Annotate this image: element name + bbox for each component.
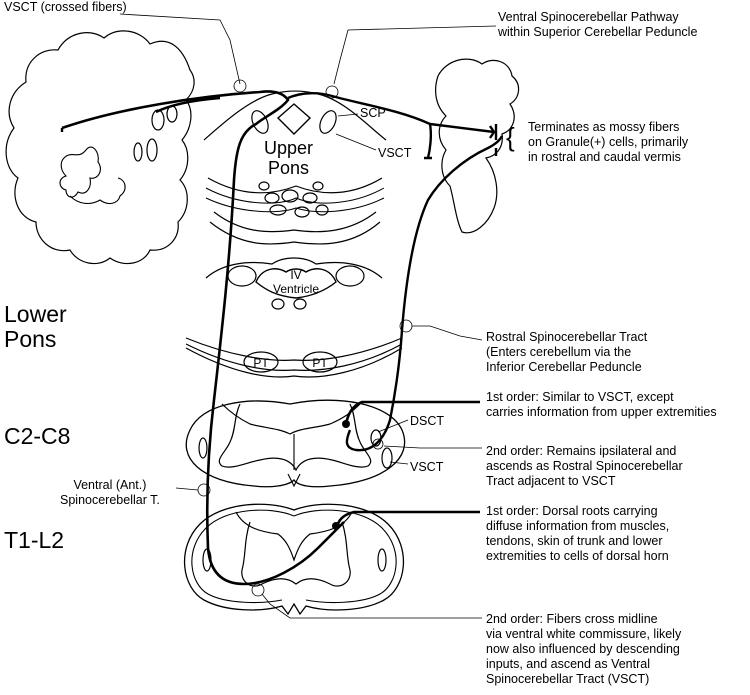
medulla-upper-curve bbox=[185, 337, 403, 361]
pointer-vsct-pons bbox=[335, 133, 377, 151]
upper-pons-lines-2 bbox=[205, 197, 385, 213]
vsct-pathway-left bbox=[61, 90, 345, 586]
label-vsct-spinal: VSCT bbox=[410, 460, 444, 474]
marker-ventral-pathway bbox=[325, 85, 339, 99]
fourth-ventricle-upper bbox=[276, 103, 312, 135]
pontine-nucleus-5 bbox=[294, 206, 310, 218]
vsct-pathway-left-top bbox=[60, 96, 221, 132]
label-dsct: DSCT bbox=[410, 414, 445, 428]
iv-ventricle-label-1: IV bbox=[290, 268, 301, 282]
marker-second-order-lower bbox=[251, 583, 265, 597]
terminal-tick-1 bbox=[424, 124, 498, 160]
upper-pons-base bbox=[207, 177, 383, 194]
left-cerebellum-folia bbox=[59, 146, 101, 198]
medulla-inner-curve bbox=[185, 343, 403, 371]
pointer-dsct bbox=[377, 419, 409, 433]
left-cerebellum-nucleus-4 bbox=[166, 105, 178, 123]
pontine-nucleus-8 bbox=[312, 181, 324, 191]
left-cerebellum-folia-2 bbox=[69, 177, 126, 205]
cervical-cord-outline bbox=[185, 399, 406, 488]
pt-right-outline bbox=[302, 351, 338, 373]
pointer-vsct-crossed bbox=[119, 13, 241, 85]
upper-pons-lines-1 bbox=[205, 187, 385, 204]
label-scp: SCP bbox=[360, 106, 386, 120]
thoracic-vsct-right bbox=[377, 548, 387, 572]
pontine-nucleus-2 bbox=[281, 189, 299, 203]
label-rostral-tract: Rostral Spinocerebellar Tract (Enters ce… bbox=[486, 330, 648, 374]
cervical-vsct-left bbox=[198, 437, 208, 459]
marker-ventral-ant bbox=[197, 483, 211, 497]
pointer-second-order-lower bbox=[261, 593, 482, 619]
thoracic-cord-outline-inner bbox=[191, 509, 397, 603]
upper-pons-outline bbox=[203, 90, 387, 141]
medulla-lower-curve bbox=[185, 347, 403, 378]
label-vsct-crossed: VSCT (crossed fibers) bbox=[4, 0, 127, 14]
pointer-vsct-spinal bbox=[389, 461, 409, 465]
scp-pathway bbox=[287, 92, 433, 159]
label-t1-l2: T1-L2 bbox=[4, 527, 65, 553]
left-cerebellum bbox=[5, 30, 195, 265]
marker-vsct-crossed bbox=[233, 79, 247, 93]
label-second-order-upper: 2nd order: Remains ipsilateral and ascen… bbox=[486, 444, 683, 488]
pointer-ventral-ant bbox=[175, 487, 199, 491]
pointer-ventral-pathway bbox=[333, 25, 497, 85]
first-order-lower-cell bbox=[332, 522, 340, 530]
left-cerebellum-nucleus-1 bbox=[133, 142, 143, 162]
cervical-midline bbox=[287, 434, 301, 488]
lower-pons-small-1 bbox=[271, 298, 285, 310]
label-ventral-ant: Ventral (Ant.) Spinocerebellar T. bbox=[60, 478, 160, 507]
label-second-order-lower: 2nd order: Fibers cross midline via vent… bbox=[486, 612, 682, 686]
thoracic-gray-matter bbox=[235, 511, 353, 587]
pontine-nucleus-6 bbox=[315, 204, 329, 216]
label-upper-pons: Upper Pons bbox=[264, 138, 314, 178]
label-first-order-upper: 1st order: Similar to VSCT, except carri… bbox=[486, 390, 717, 419]
pt-right-label: PT bbox=[312, 356, 328, 370]
pointer-rostral-tract bbox=[412, 325, 483, 341]
lower-pons-right-nucleus bbox=[335, 265, 365, 287]
marker-second-order-upper bbox=[372, 438, 384, 450]
pointer-second-order-upper bbox=[383, 445, 482, 449]
pontine-nucleus-3 bbox=[302, 192, 318, 204]
pt-left-label: PT bbox=[253, 356, 269, 370]
label-c2-c8: C2-C8 bbox=[4, 423, 71, 449]
iv-ventricle-label-2: Ventricle bbox=[273, 282, 319, 296]
lower-pons-left-nucleus bbox=[227, 265, 257, 287]
left-cerebellum-nucleus-2 bbox=[146, 138, 158, 162]
marker-rostral-tract bbox=[399, 319, 413, 333]
cervical-vsct-right bbox=[381, 447, 393, 469]
upper-cerebellar-terminal bbox=[429, 122, 496, 139]
pontine-nucleus-1 bbox=[264, 192, 280, 204]
label-vsct-pons: VSCT bbox=[378, 146, 412, 160]
lower-pons-small-2 bbox=[293, 298, 307, 310]
pt-left-outline bbox=[243, 351, 279, 373]
rostral-tract-pathway bbox=[345, 135, 504, 452]
label-terminates: Terminates as mossy fibers on Granule(+)… bbox=[528, 120, 689, 164]
first-order-upper-cell bbox=[342, 420, 350, 428]
right-cerebellum bbox=[435, 58, 520, 234]
label-lower-pons: Lower Pons bbox=[4, 301, 67, 352]
pointer-scp bbox=[337, 113, 359, 117]
pontine-nucleus-7 bbox=[258, 181, 270, 191]
upper-pons-basal-curve-1 bbox=[213, 211, 377, 233]
label-brace: { bbox=[506, 122, 515, 152]
left-cerebellum-nucleus-3 bbox=[151, 109, 165, 131]
upper-pons-basal-curve-2 bbox=[209, 221, 381, 245]
lower-pons-outline bbox=[205, 257, 383, 279]
thoracic-cord-outline bbox=[184, 503, 404, 616]
scp-right bbox=[319, 110, 337, 134]
label-first-order-lower: 1st order: Dorsal roots carrying diffuse… bbox=[486, 504, 670, 563]
iv-ventricle bbox=[255, 268, 337, 299]
label-ventral-pathway: Ventral Spinocerebellar Pathway within S… bbox=[498, 10, 698, 39]
first-order-lower-fiber bbox=[336, 510, 480, 525]
pontine-nucleus-4 bbox=[269, 204, 287, 216]
